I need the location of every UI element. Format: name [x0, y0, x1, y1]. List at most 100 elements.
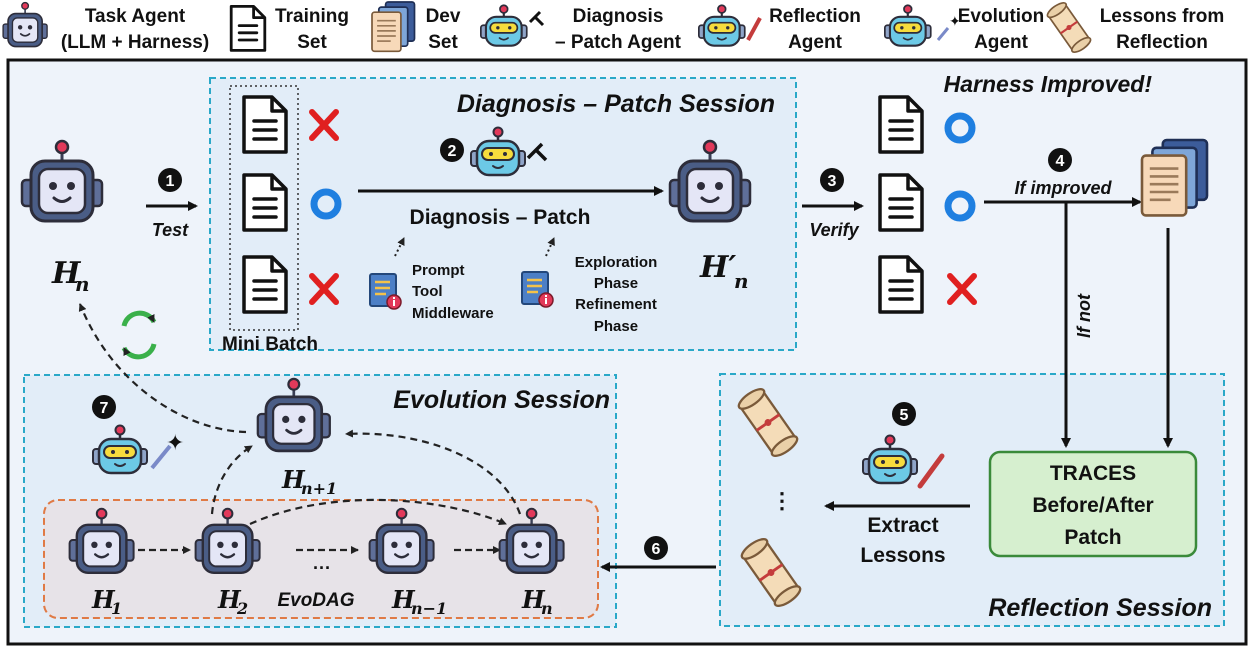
- recycle-icon: [121, 310, 157, 360]
- info-doc-icon-1: [368, 272, 403, 311]
- legend-dev-line2: Set: [428, 32, 458, 53]
- verify-label: Verify: [809, 220, 859, 240]
- svg-text:3: 3: [828, 173, 837, 190]
- lessons-label: Lessons: [860, 544, 945, 567]
- evolution-agent-icon: [883, 4, 932, 47]
- tool-label: Tool: [412, 283, 443, 300]
- traces-box: [988, 450, 1198, 558]
- evodag-label: EvoDAG: [277, 590, 354, 611]
- step-7-badge: 7: [92, 395, 116, 419]
- check-circle-icon-1: [310, 188, 342, 220]
- traces-line-3: Patch: [1064, 526, 1121, 549]
- if-improved-label: If improved: [1014, 178, 1112, 198]
- lessons-scroll-icon: [1044, 0, 1094, 56]
- hn1-to-hn-curve: [78, 303, 247, 434]
- harness-improved-title: Harness Improved!: [944, 71, 1153, 97]
- check-circle-icon-3: [944, 190, 976, 222]
- cross-icon-1: [309, 109, 339, 141]
- step-6-badge: 6: [644, 536, 668, 560]
- legend-evolution-line2: Agent: [974, 32, 1029, 53]
- h1-sub: 1: [111, 599, 122, 618]
- sparkle-icon: ✦: [949, 13, 961, 29]
- legend-training-line2: Set: [297, 32, 327, 53]
- verify-doc-icon-2: [878, 173, 924, 232]
- hnm1-label: H: [391, 585, 416, 614]
- cross-icon-3: [947, 273, 977, 305]
- diagnosis-session-title: Diagnosis – Patch Session: [457, 90, 775, 118]
- traces-line-2: Before/After: [1032, 494, 1153, 517]
- doc-icon-3: [242, 255, 288, 314]
- reflection-session-title: Reflection Session: [988, 594, 1212, 622]
- phase-label-1: Phase: [594, 275, 638, 292]
- hn-prime-label: H′: [699, 250, 736, 285]
- legend: Task Agent (LLM + Harness) Training Set …: [2, 0, 1224, 56]
- wand-icon: [936, 27, 950, 41]
- h2-sub: 2: [236, 599, 248, 618]
- pen-icon: [917, 453, 945, 489]
- legend-reflection-line1: Reflection: [769, 6, 861, 27]
- mini-batch-box: [229, 85, 299, 331]
- doc-icon-2: [242, 173, 288, 232]
- step-4-badge: 4: [1048, 148, 1072, 172]
- training-set-icon: [229, 5, 267, 52]
- step-3-badge: 3: [820, 168, 844, 192]
- info-doc-icon-2: [520, 270, 555, 309]
- dev-set-improved-icon: [1140, 138, 1209, 217]
- diagnosis-patch-label: Diagnosis – Patch: [410, 206, 591, 229]
- svg-text:5: 5: [900, 407, 909, 424]
- legend-training-line1: Training: [275, 6, 349, 27]
- test-label: Test: [152, 220, 189, 240]
- svg-text:4: 4: [1056, 153, 1065, 170]
- check-circle-icon-2: [944, 112, 976, 144]
- task-agent-icon: [2, 1, 48, 48]
- hn1-sub: n+1: [301, 479, 337, 498]
- step-1-badge: 1: [158, 168, 182, 192]
- legend-diagnosis-line1: Diagnosis: [573, 6, 664, 27]
- hn-dag-sub: n: [541, 599, 553, 618]
- if-not-label: If not: [1074, 293, 1094, 338]
- svg-text:7: 7: [100, 400, 109, 417]
- wand-icon: [150, 444, 172, 470]
- verify-doc-icon-3: [878, 255, 924, 314]
- hn-label: H: [51, 256, 82, 291]
- hnm1-sub: n−1: [411, 599, 447, 618]
- diagnosis-agent-icon: [479, 4, 528, 47]
- hn-prime-sub: n: [734, 269, 749, 293]
- h2-label: H: [217, 585, 242, 614]
- wrench-icon: [526, 142, 548, 162]
- exploration-pointer: [545, 237, 555, 257]
- dev-set-icon: [371, 1, 416, 53]
- evolution-session-title: Evolution Session: [393, 386, 610, 414]
- hn1-label: H: [281, 465, 306, 494]
- middleware-label: Middleware: [412, 305, 494, 322]
- legend-task-agent-line1: Task Agent: [85, 6, 186, 27]
- doc-icon-1: [242, 95, 288, 154]
- legend-diagnosis-line2: – Patch Agent: [555, 32, 682, 53]
- sparkle-icon: ✦: [166, 430, 184, 455]
- step-5-badge: 5: [892, 402, 916, 426]
- step-2-badge: 2: [440, 138, 464, 162]
- prompt-tool-pointer: [394, 237, 405, 257]
- lessons-ellipsis: ⋮: [771, 488, 793, 513]
- reflection-agent-icon: [697, 4, 746, 47]
- verify-doc-icon-1: [878, 95, 924, 154]
- exploration-label: Exploration: [575, 254, 658, 271]
- hn-dag-label: H: [521, 585, 546, 614]
- legend-task-agent-line2: (LLM + Harness): [61, 32, 209, 53]
- pen-icon: [746, 17, 762, 41]
- legend-dev-line1: Dev: [426, 6, 461, 27]
- evodag-box: [43, 499, 599, 619]
- refinement-label: Refinement: [575, 296, 657, 313]
- evodag-dots: ···: [313, 558, 331, 578]
- phase-label-2: Phase: [594, 318, 638, 335]
- h2-to-hn1-curve: [210, 445, 253, 515]
- prompt-label: Prompt: [412, 262, 465, 279]
- svg-text:2: 2: [448, 143, 457, 160]
- wrench-icon: [528, 10, 545, 27]
- hn-sub: n: [75, 272, 90, 296]
- legend-evolution-line1: Evolution: [958, 6, 1045, 27]
- svg-text:1: 1: [166, 173, 175, 190]
- h2-to-hn-curve: [249, 498, 507, 526]
- mini-batch-label: Mini Batch: [222, 334, 318, 355]
- cross-icon-2: [309, 273, 339, 305]
